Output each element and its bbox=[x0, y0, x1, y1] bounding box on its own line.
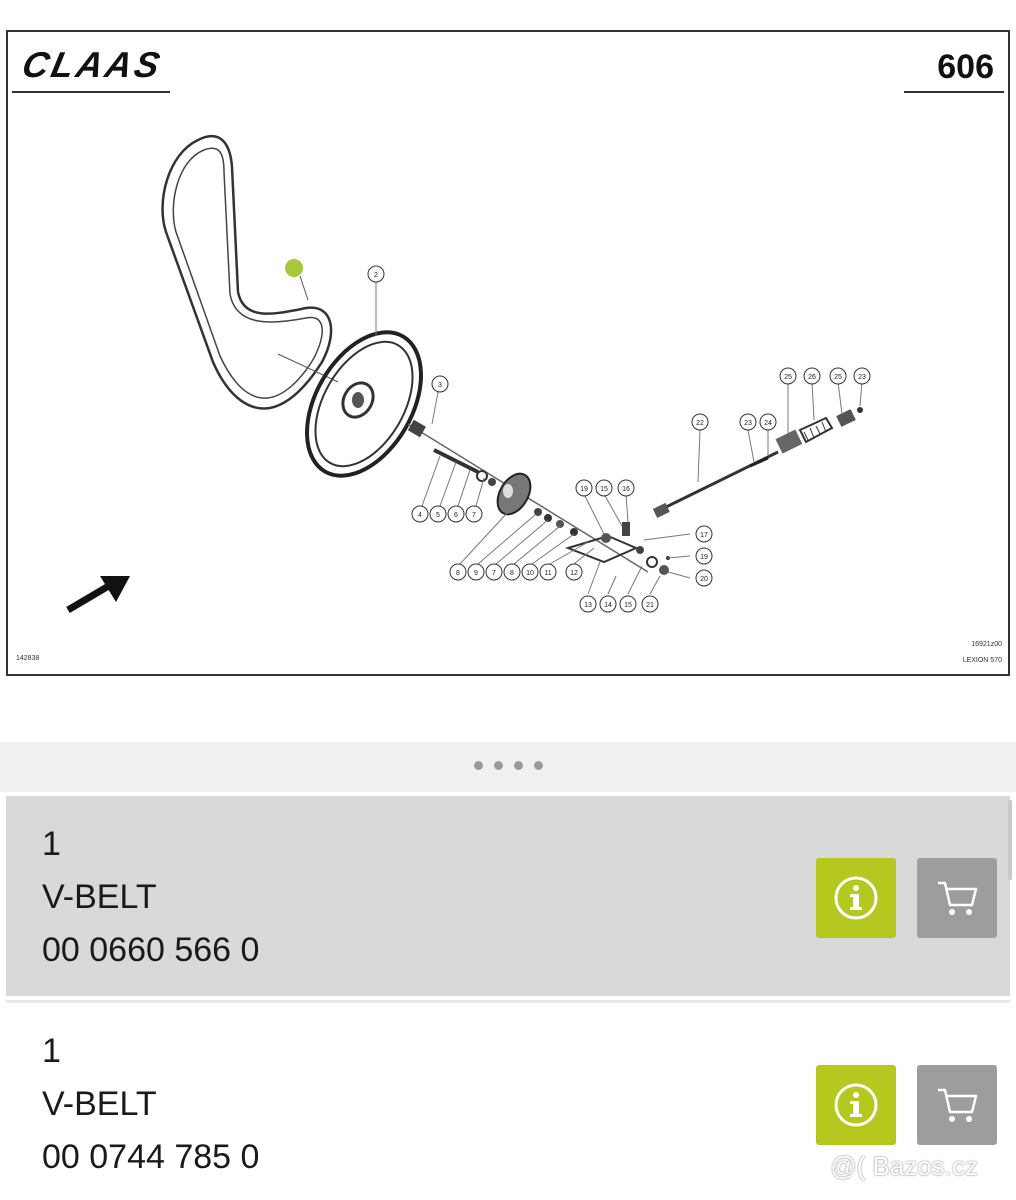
callout-4[interactable]: 4 bbox=[411, 505, 429, 523]
callout-25b[interactable]: 25 bbox=[829, 367, 847, 385]
callout-23b[interactable]: 23 bbox=[853, 367, 871, 385]
info-button[interactable] bbox=[816, 858, 896, 938]
callout-19[interactable]: 19 bbox=[575, 479, 593, 497]
cart-icon bbox=[938, 881, 978, 915]
callout-22[interactable]: 22 bbox=[691, 413, 709, 431]
svg-text:22: 22 bbox=[696, 420, 704, 427]
page-number: 606 bbox=[937, 48, 994, 86]
callout-5[interactable]: 5 bbox=[429, 505, 447, 523]
svg-text:23: 23 bbox=[858, 374, 866, 381]
svg-text:5: 5 bbox=[436, 512, 440, 519]
callout-6[interactable]: 6 bbox=[447, 505, 465, 523]
callout-11[interactable]: 11 bbox=[539, 563, 557, 581]
callout-13[interactable]: 13 bbox=[579, 595, 597, 613]
part-row[interactable]: 1 V-BELT 00 0660 566 0 bbox=[6, 796, 1010, 996]
exploded-view-drawing: CLAAS 606 bbox=[12, 44, 1004, 664]
svg-text:13: 13 bbox=[584, 602, 592, 609]
svg-text:20: 20 bbox=[700, 576, 708, 583]
direction-arrow-icon bbox=[66, 576, 130, 614]
part-name: V-BELT bbox=[42, 1085, 157, 1123]
callout-24[interactable]: 24 bbox=[759, 413, 777, 431]
callout-8b[interactable]: 8 bbox=[503, 563, 521, 581]
model-name: LEXION 570 bbox=[963, 657, 1002, 664]
part-position: 1 bbox=[42, 825, 61, 863]
svg-text:15: 15 bbox=[600, 486, 608, 493]
svg-text:21: 21 bbox=[646, 602, 654, 609]
list-scrollbar[interactable] bbox=[1008, 800, 1012, 880]
callout-8[interactable]: 8 bbox=[449, 563, 467, 581]
svg-text:17: 17 bbox=[700, 532, 708, 539]
callout-9[interactable]: 9 bbox=[467, 563, 485, 581]
v-belt-part bbox=[161, 135, 333, 410]
add-to-cart-button[interactable] bbox=[917, 1065, 997, 1145]
svg-text:25: 25 bbox=[784, 374, 792, 381]
cart-icon bbox=[938, 1088, 978, 1122]
pager-dot[interactable] bbox=[473, 761, 483, 770]
svg-text:9: 9 bbox=[474, 570, 478, 577]
part-position: 1 bbox=[42, 1032, 61, 1070]
svg-text:4: 4 bbox=[418, 512, 422, 519]
part-number: 00 0744 785 0 bbox=[42, 1138, 260, 1176]
svg-text:26: 26 bbox=[808, 374, 816, 381]
svg-text:16: 16 bbox=[622, 486, 630, 493]
pager-dot[interactable] bbox=[493, 761, 503, 770]
pager-dot[interactable] bbox=[533, 761, 543, 770]
callout-10[interactable]: 10 bbox=[521, 563, 539, 581]
callout-14[interactable]: 14 bbox=[599, 595, 617, 613]
svg-text:11: 11 bbox=[544, 570, 551, 577]
callout-20[interactable]: 20 bbox=[695, 569, 713, 587]
callout-3[interactable]: 3 bbox=[431, 375, 449, 393]
part-number: 00 0660 566 0 bbox=[42, 931, 260, 969]
svg-text:7: 7 bbox=[472, 512, 476, 519]
pulley-part bbox=[305, 330, 423, 478]
svg-text:8: 8 bbox=[510, 570, 514, 577]
svg-text:25: 25 bbox=[834, 374, 842, 381]
svg-text:6: 6 bbox=[454, 512, 458, 519]
callout-23[interactable]: 23 bbox=[739, 413, 757, 431]
svg-text:3: 3 bbox=[438, 382, 442, 389]
info-button[interactable] bbox=[816, 1065, 896, 1145]
callout-19b[interactable]: 19 bbox=[695, 547, 713, 565]
svg-text:19: 19 bbox=[580, 486, 588, 493]
info-icon bbox=[834, 876, 878, 920]
callout-16[interactable]: 15 bbox=[595, 479, 613, 497]
part-details: 1 V-BELT 00 0660 566 0 bbox=[42, 818, 259, 977]
callout-12[interactable]: 12 bbox=[565, 563, 583, 581]
figure-id: 142838 bbox=[16, 655, 39, 662]
part-row[interactable]: 1 V-BELT 00 0744 785 0 bbox=[6, 1000, 1010, 1200]
tension-rod-part bbox=[652, 407, 863, 519]
add-to-cart-button[interactable] bbox=[917, 858, 997, 938]
pager-dot[interactable] bbox=[513, 761, 523, 770]
info-icon bbox=[834, 1083, 878, 1127]
diagram-pager bbox=[0, 742, 1016, 792]
callout-7[interactable]: 7 bbox=[465, 505, 483, 523]
svg-text:15: 15 bbox=[624, 602, 632, 609]
selected-part-marker[interactable] bbox=[285, 259, 303, 277]
svg-text:14: 14 bbox=[604, 602, 612, 609]
svg-text:8: 8 bbox=[456, 570, 460, 577]
callout-15[interactable]: 15 bbox=[619, 595, 637, 613]
callout-7b[interactable]: 7 bbox=[485, 563, 503, 581]
parts-diagram[interactable]: CLAAS 606 bbox=[6, 30, 1010, 676]
idler-pulley-part bbox=[496, 472, 532, 516]
svg-text:23: 23 bbox=[744, 420, 752, 427]
svg-text:10: 10 bbox=[526, 570, 534, 577]
watermark: @( Bazos.cz bbox=[830, 1151, 978, 1181]
pager-dots bbox=[0, 761, 1016, 770]
callout-26[interactable]: 26 bbox=[803, 367, 821, 385]
callout-17[interactable]: 16 bbox=[617, 479, 635, 497]
svg-text:24: 24 bbox=[764, 420, 772, 427]
drawing-code: 16921z00 bbox=[971, 641, 1002, 648]
svg-text:7: 7 bbox=[492, 570, 496, 577]
svg-text:2: 2 bbox=[374, 272, 378, 279]
callout-18[interactable]: 17 bbox=[695, 525, 713, 543]
svg-text:19: 19 bbox=[700, 554, 708, 561]
part-details: 1 V-BELT 00 0744 785 0 bbox=[42, 1025, 259, 1184]
callout-21[interactable]: 21 bbox=[641, 595, 659, 613]
brand-logo: CLAAS bbox=[19, 44, 167, 85]
callout-25[interactable]: 25 bbox=[779, 367, 797, 385]
part-name: V-BELT bbox=[42, 878, 157, 916]
svg-text:12: 12 bbox=[570, 570, 578, 577]
callout-2[interactable]: 2 bbox=[367, 265, 385, 283]
